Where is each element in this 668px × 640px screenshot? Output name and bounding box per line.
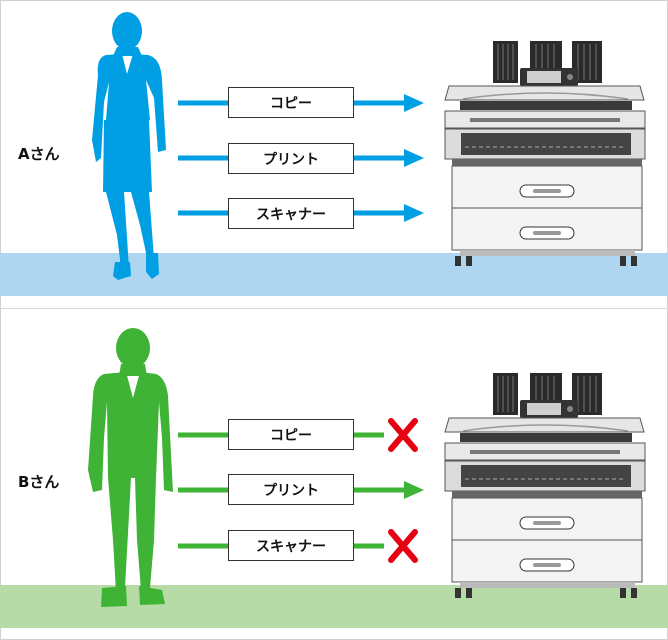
- woman-silhouette-icon: [92, 12, 166, 280]
- cross-icon: [388, 418, 418, 452]
- floor-band-a: [0, 253, 668, 296]
- printer-icon: [444, 372, 646, 599]
- function-box-print-a: プリント: [228, 143, 354, 174]
- person-a-label: Aさん: [18, 145, 60, 163]
- section-divider: [0, 308, 668, 309]
- printer-icon: [444, 40, 646, 267]
- cross-icon: [388, 529, 418, 563]
- function-box-copy-a: コピー: [228, 87, 354, 118]
- function-box-scanner-b: スキャナー: [228, 530, 354, 561]
- arrow-right-icon: [404, 481, 424, 499]
- function-box-copy-b: コピー: [228, 419, 354, 450]
- function-box-scanner-a: スキャナー: [228, 198, 354, 229]
- function-box-print-b: プリント: [228, 474, 354, 505]
- arrow-right-icon: [404, 149, 424, 167]
- arrow-right-icon: [404, 94, 424, 112]
- man-silhouette-icon: [88, 328, 173, 607]
- person-b-label: Bさん: [18, 473, 60, 491]
- arrow-right-icon: [404, 204, 424, 222]
